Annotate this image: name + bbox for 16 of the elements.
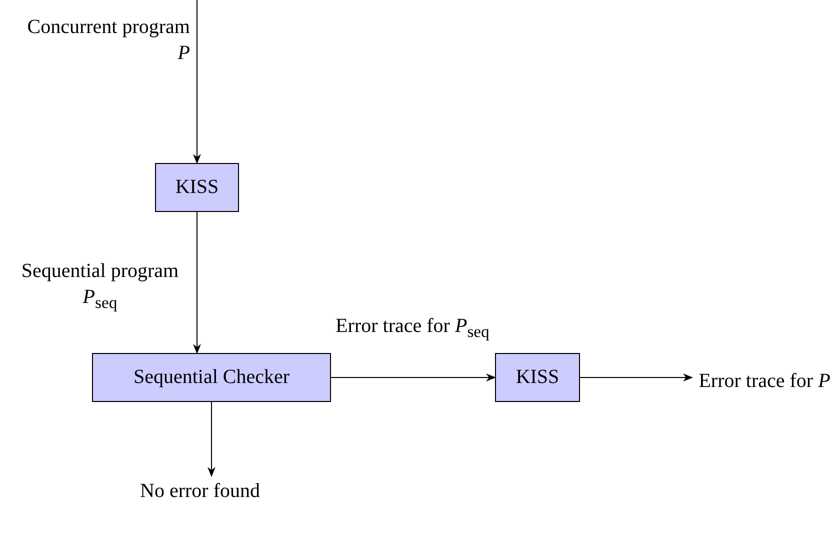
process-box xyxy=(155,163,239,212)
arrow xyxy=(580,374,693,382)
edge-label: Sequential program P$_{seq}$ xyxy=(20,259,180,314)
box-label: Sequential Checker xyxy=(133,365,290,390)
edge-label: Error trace for P$_{seq}$ xyxy=(334,314,490,343)
output-label: Error trace for P xyxy=(698,368,830,394)
arrow xyxy=(193,0,201,164)
arrow xyxy=(193,212,201,354)
box-label: KISS xyxy=(516,365,560,390)
arrow xyxy=(330,374,496,382)
process-box xyxy=(92,353,331,402)
edge-label: Concurrent program P xyxy=(26,15,190,66)
arrow xyxy=(208,402,216,477)
box-label: KISS xyxy=(175,175,219,200)
process-box xyxy=(495,353,580,402)
output-label: No error found xyxy=(140,478,260,504)
